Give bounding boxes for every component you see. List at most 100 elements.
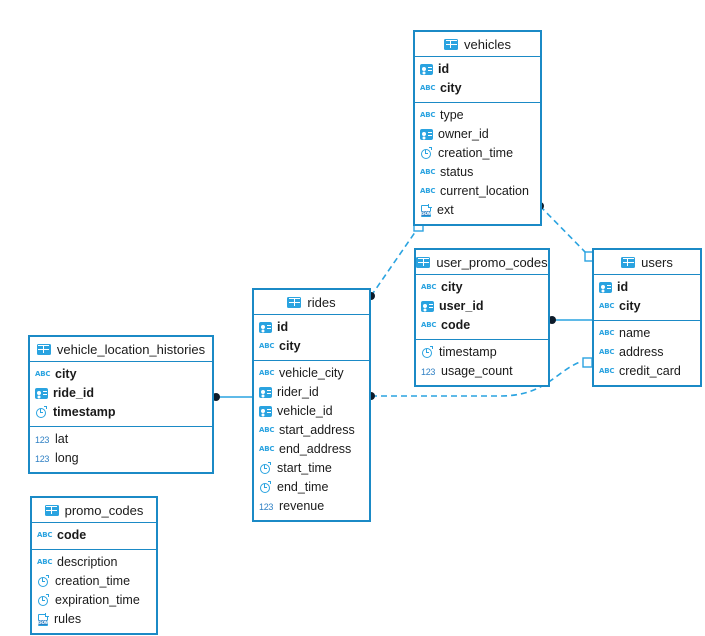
column-name: vehicle_city bbox=[279, 366, 344, 381]
number-123-icon: 123 bbox=[259, 502, 274, 512]
column-row-creation-time[interactable]: creation_time bbox=[32, 572, 156, 591]
column-name: vehicle_id bbox=[277, 404, 333, 419]
column-name: timestamp bbox=[439, 345, 497, 360]
primary-key-section: ABC code bbox=[32, 523, 156, 550]
column-name: credit_card bbox=[619, 364, 681, 379]
column-name: usage_count bbox=[441, 364, 513, 379]
table-header[interactable]: promo_codes bbox=[32, 498, 156, 523]
table-header[interactable]: rides bbox=[254, 290, 369, 315]
column-name: end_time bbox=[277, 480, 329, 495]
column-name: owner_id bbox=[438, 127, 489, 142]
column-row-ext[interactable]: JSON ext bbox=[415, 201, 540, 220]
table-title: user_promo_codes bbox=[436, 254, 548, 270]
number-123-icon: 123 bbox=[35, 435, 50, 445]
abc-text-icon: ABC bbox=[259, 369, 275, 377]
abc-text-icon: ABC bbox=[599, 329, 615, 337]
clock-icon bbox=[259, 481, 272, 494]
column-row-timestamp[interactable]: timestamp bbox=[416, 343, 548, 362]
abc-text-icon: ABC bbox=[420, 187, 436, 195]
abc-text-icon: ABC bbox=[35, 370, 51, 378]
column-row-vehicle-city[interactable]: ABC vehicle_city bbox=[254, 364, 369, 383]
id-card-icon bbox=[421, 301, 434, 312]
column-row-creation-time[interactable]: creation_time bbox=[415, 144, 540, 163]
column-name: long bbox=[55, 451, 79, 466]
column-name: status bbox=[440, 165, 474, 180]
table-header[interactable]: vehicles bbox=[415, 32, 540, 57]
column-row-user-id[interactable]: user_id bbox=[416, 297, 548, 316]
column-name: city bbox=[279, 339, 301, 354]
column-name: creation_time bbox=[438, 146, 514, 161]
table-grid-icon bbox=[36, 343, 51, 355]
column-row-id[interactable]: id bbox=[594, 278, 700, 297]
column-name: name bbox=[619, 326, 651, 341]
table-header[interactable]: users bbox=[594, 250, 700, 275]
column-row-id[interactable]: id bbox=[415, 60, 540, 79]
relationship-target-marker bbox=[582, 357, 593, 368]
table-title: promo_codes bbox=[64, 502, 144, 518]
table-title: users bbox=[641, 254, 673, 270]
column-row-id[interactable]: id bbox=[254, 318, 369, 337]
column-row-rider-id[interactable]: rider_id bbox=[254, 383, 369, 402]
column-row-owner-id[interactable]: owner_id bbox=[415, 125, 540, 144]
table-header[interactable]: user_promo_codes bbox=[416, 250, 548, 275]
abc-text-icon: ABC bbox=[37, 531, 53, 539]
column-name: id bbox=[277, 320, 289, 335]
column-name: start_time bbox=[277, 461, 332, 476]
column-name: code bbox=[57, 528, 87, 543]
abc-text-icon: ABC bbox=[599, 348, 615, 356]
column-name: ext bbox=[437, 203, 454, 218]
table-header[interactable]: vehicle_location_histories bbox=[30, 337, 212, 362]
column-row-code[interactable]: ABC code bbox=[32, 526, 156, 545]
id-card-icon bbox=[259, 406, 272, 417]
table-grid-icon bbox=[44, 504, 59, 516]
relationship-vehicle-location-histories-to-rides[interactable] bbox=[212, 393, 252, 401]
column-name: user_id bbox=[439, 299, 484, 314]
column-row-name[interactable]: ABC name bbox=[594, 324, 700, 343]
json-document-icon: JSON bbox=[420, 204, 432, 217]
table-grid-icon bbox=[287, 296, 302, 308]
column-row-timestamp[interactable]: timestamp bbox=[30, 403, 212, 422]
column-name: city bbox=[441, 280, 463, 295]
abc-text-icon: ABC bbox=[37, 558, 53, 566]
relationship-user-promo-codes-to-users[interactable] bbox=[548, 316, 592, 324]
clock-icon bbox=[259, 462, 272, 475]
column-row-start-time[interactable]: start_time bbox=[254, 459, 369, 478]
clock-icon bbox=[37, 594, 50, 607]
column-row-vehicle-id[interactable]: vehicle_id bbox=[254, 402, 369, 421]
column-row-expiration-time[interactable]: expiration_time bbox=[32, 591, 156, 610]
column-name: start_address bbox=[279, 423, 355, 438]
column-row-end-time[interactable]: end_time bbox=[254, 478, 369, 497]
column-row-ride-id[interactable]: ride_id bbox=[30, 384, 212, 403]
